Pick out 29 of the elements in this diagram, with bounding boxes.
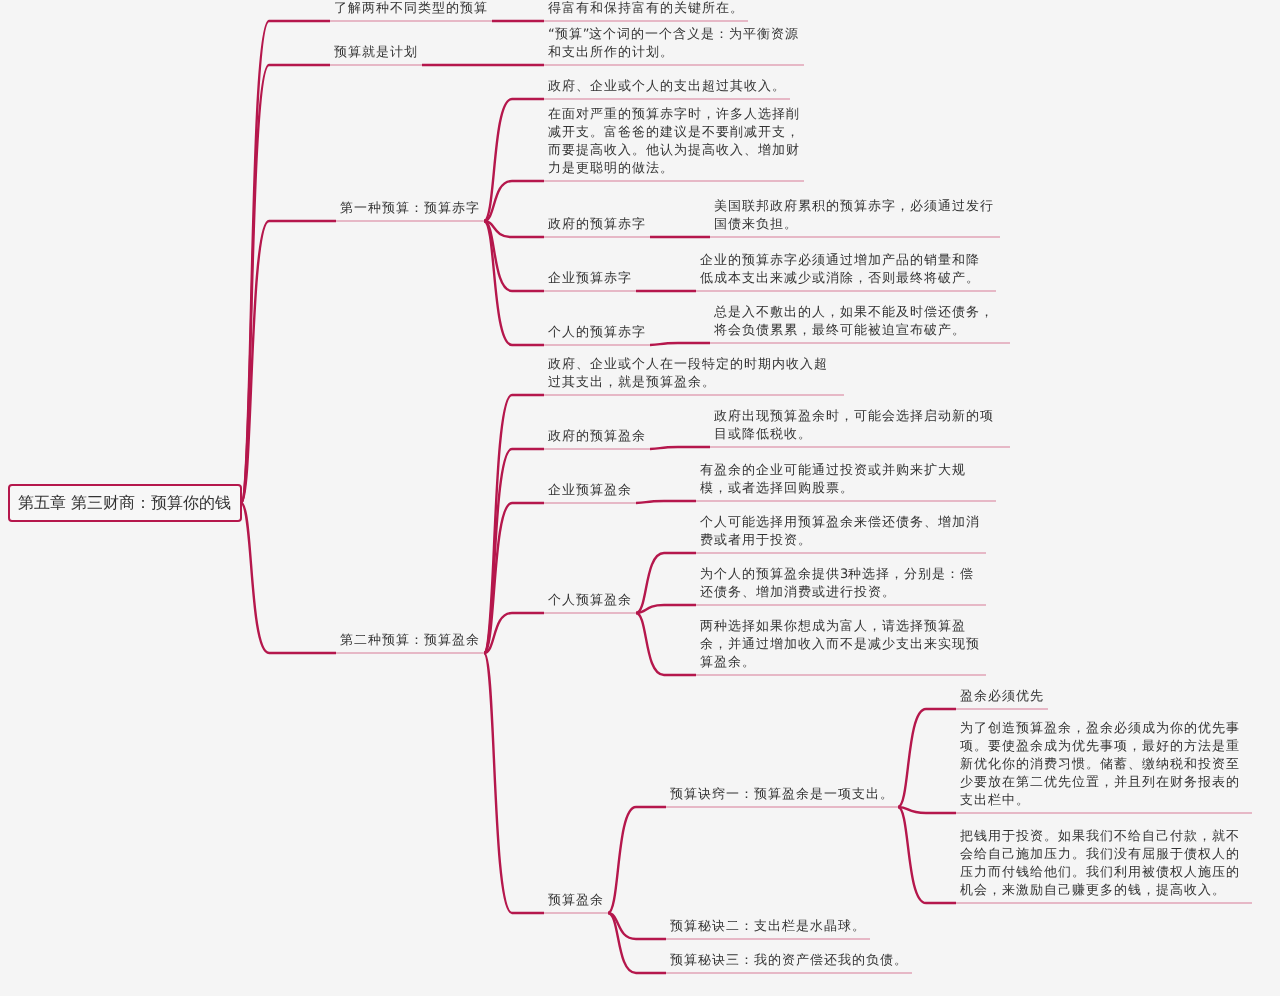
branch-line <box>649 445 710 451</box>
branch-line <box>492 19 544 23</box>
branch-line <box>897 805 956 815</box>
branch-line <box>635 551 696 615</box>
branch-line <box>483 97 544 222</box>
branch-line <box>607 911 666 941</box>
branch-line <box>240 502 336 655</box>
branch-line <box>649 341 710 347</box>
branch-line <box>482 393 544 654</box>
branch-line <box>650 235 710 239</box>
branch-line <box>483 501 544 654</box>
branch-line <box>483 220 544 347</box>
branch-line <box>482 652 544 915</box>
branch-line <box>240 219 336 504</box>
branch-line <box>635 611 696 677</box>
branch-line <box>607 805 666 914</box>
branch-line <box>483 219 544 293</box>
branch-line <box>483 447 544 654</box>
branch-line <box>897 707 956 808</box>
branch-line <box>483 179 544 223</box>
root-topic: 第五章 第三财商：预算你的钱 <box>8 484 242 522</box>
branch-line <box>635 603 696 615</box>
branch-line <box>897 806 956 905</box>
branch-line <box>607 911 666 975</box>
branch-line <box>483 611 544 655</box>
branch-line <box>483 219 544 239</box>
branch-line <box>636 289 696 293</box>
branch-line <box>635 499 696 505</box>
branch-line <box>422 63 544 67</box>
